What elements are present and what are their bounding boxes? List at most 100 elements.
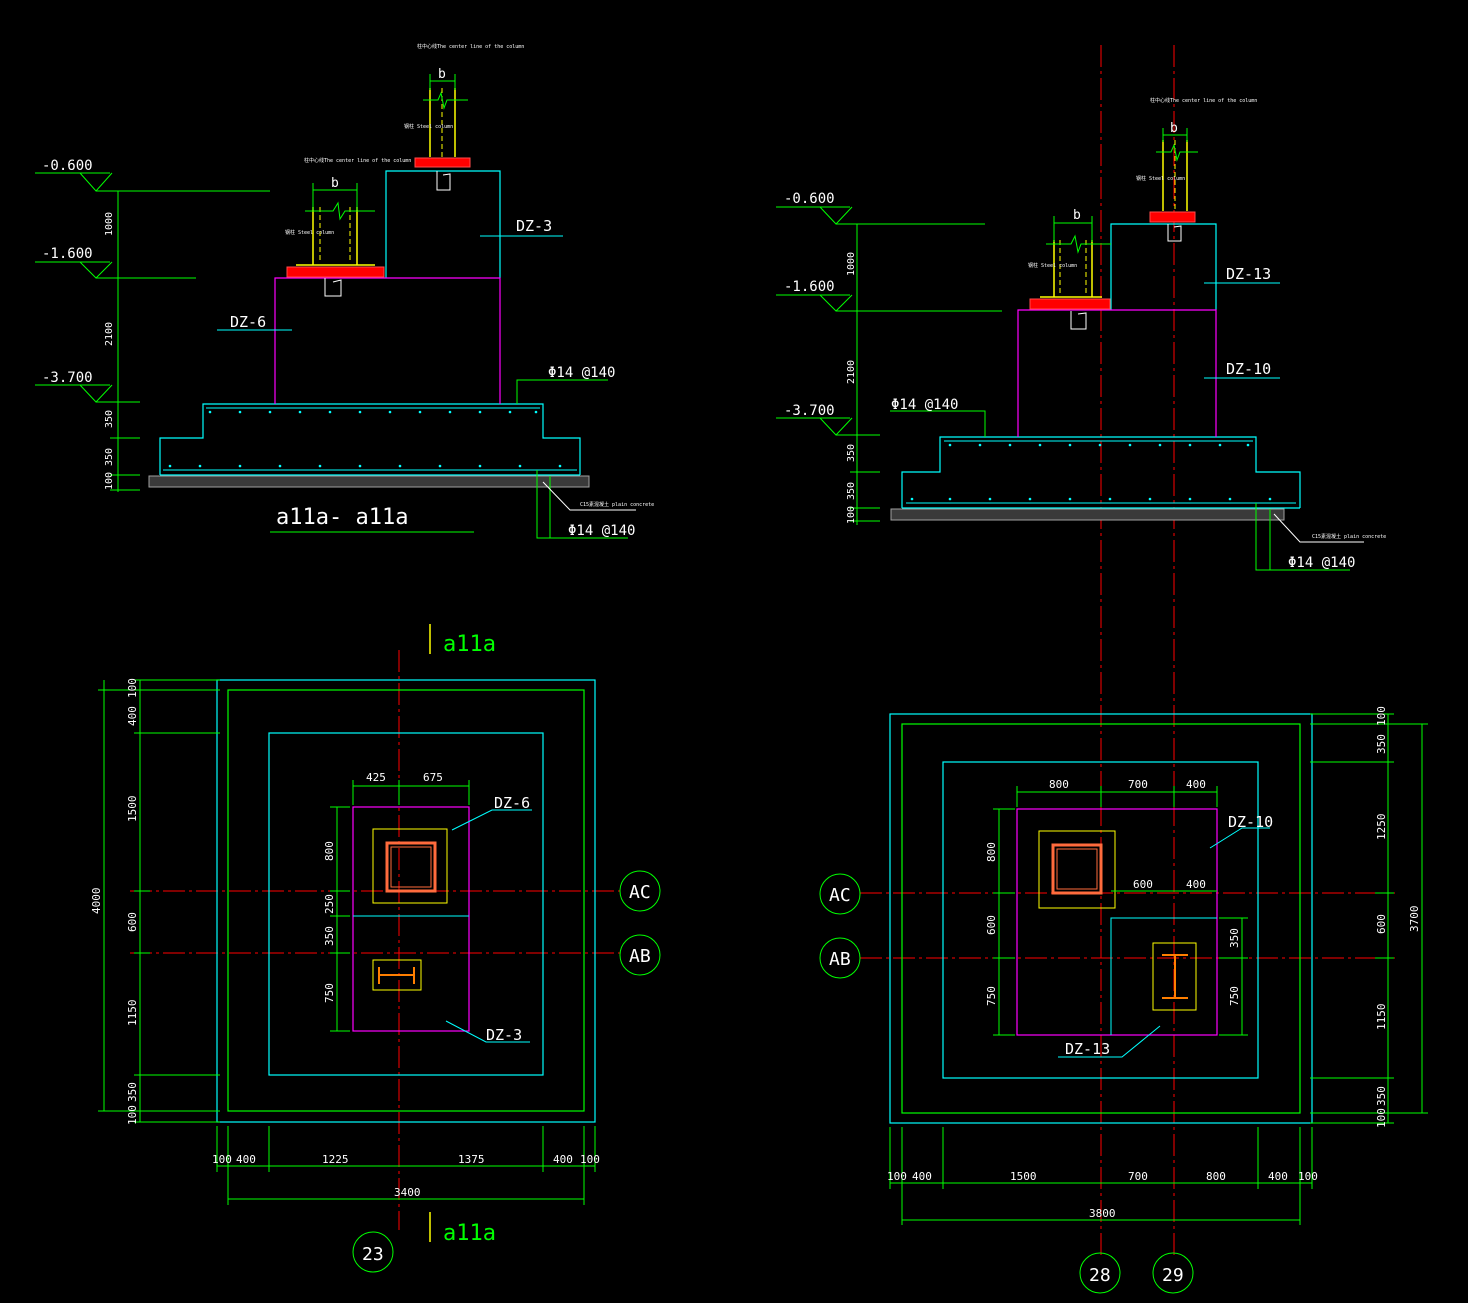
pedestal-dz10-outline — [1017, 309, 1217, 437]
dim-vertical: 2100 — [104, 322, 115, 346]
tag-dz13: DZ-13 — [1065, 1040, 1110, 1058]
dim-bottom: 800 — [1206, 1170, 1226, 1183]
base-plate-dz3 — [414, 157, 471, 168]
axis-label-ac: AC — [629, 882, 651, 903]
dim-left: 350 — [126, 1082, 139, 1102]
box-column-section — [385, 841, 437, 893]
plain-concrete-note: C15素混凝土 plain concrete — [1312, 533, 1386, 540]
dim-inner: 600 — [1133, 878, 1153, 891]
dim-vertical: 350 — [104, 448, 115, 466]
dim-bottom: 400 — [236, 1153, 256, 1166]
dim-inner: 400 — [1186, 878, 1206, 891]
pedestal-dz13-outline — [1110, 917, 1217, 1035]
dim-bottom: 100 — [887, 1170, 907, 1183]
dim-inner: 750 — [1228, 986, 1241, 1006]
tag-dz10: DZ-10 — [1228, 813, 1273, 831]
section-title: a11a- a11a — [276, 505, 408, 530]
tag-dz10: DZ-10 — [1226, 360, 1271, 378]
axis-centerlines-right — [1100, 45, 1175, 1258]
plan-left-bottom-dims — [216, 1126, 596, 1205]
dim-bottom: 700 — [1128, 1170, 1148, 1183]
plan-right-top-dims — [993, 786, 1248, 1036]
steel-column-dz3 — [414, 88, 471, 191]
rebar-dots-right — [910, 443, 1272, 501]
steel-column-note: 钢柱 Steel column — [1136, 175, 1185, 182]
tag-dz3: DZ-3 — [486, 1026, 522, 1044]
base-plate-dz10 — [1029, 298, 1111, 310]
axis-bubble-ac — [819, 873, 861, 915]
dim-bottom: 400 — [1268, 1170, 1288, 1183]
dim-inner: 800 — [323, 841, 336, 861]
dim-total-horizontal: 3800 — [1089, 1207, 1116, 1220]
rebar-bottom-label: Φ14 @140 — [568, 523, 635, 539]
anchor-bolt — [1167, 224, 1182, 242]
h-column-section — [378, 967, 415, 984]
rebar-left — [163, 407, 577, 471]
dim-vertical: 100 — [846, 506, 857, 524]
axis-label-29: 29 — [1162, 1265, 1184, 1286]
dim-b-label: b — [1170, 121, 1178, 136]
base-plate-plan — [372, 959, 422, 991]
axis-label-28: 28 — [1089, 1265, 1111, 1286]
plan-left: 425 675 800 250 350 750 DZ-6 DZ-3 100 40… — [90, 624, 661, 1273]
axis-label-23: 23 — [362, 1244, 384, 1265]
dim-right: 1150 — [1375, 1004, 1388, 1031]
elevation-top-label: -0.600 — [42, 158, 93, 174]
dim-left: 100 — [126, 1105, 139, 1125]
plain-concrete-note: C15素混凝土 plain concrete — [580, 501, 654, 508]
rebar-right — [906, 440, 1296, 504]
tag-leader — [445, 1020, 530, 1043]
dim-right: 100 — [1375, 1108, 1388, 1128]
steel-column-note: 钢柱 Steel column — [404, 123, 453, 130]
rebar-leader — [536, 470, 628, 539]
pedestal-dz10 — [1016, 808, 1218, 1036]
dim-bottom: 100 — [1298, 1170, 1318, 1183]
dim-inner: 750 — [985, 986, 998, 1006]
dim-bottom: 400 — [553, 1153, 573, 1166]
footing-outline-right — [901, 223, 1301, 509]
axis-bubble-28 — [1079, 1252, 1121, 1294]
blinding-outline — [227, 689, 585, 1112]
section-cut-label-bottom: a11a — [443, 1221, 496, 1246]
level-marks-right — [776, 206, 1002, 525]
tag-dz6: DZ-6 — [230, 313, 266, 331]
base-plate-dz6 — [286, 266, 385, 278]
pedestal-dz6-outline — [274, 277, 501, 404]
base-plate-plan — [1152, 942, 1197, 1011]
dim-left: 1150 — [126, 1000, 139, 1027]
dim-right: 350 — [1375, 1086, 1388, 1106]
footing-outline-left — [159, 170, 581, 476]
anchor-bolt — [436, 171, 451, 191]
dim-b-label: b — [1073, 208, 1081, 223]
b-dims-left — [312, 74, 456, 210]
dim-bottom: 400 — [912, 1170, 932, 1183]
footing-outer — [216, 679, 596, 1123]
dim-top: 425 — [366, 771, 386, 784]
dim-right: 350 — [1375, 734, 1388, 754]
dim-bottom: 1375 — [458, 1153, 485, 1166]
pedestal-dz6 — [352, 806, 470, 1032]
dim-vertical: 100 — [104, 472, 115, 490]
dim-left: 600 — [126, 912, 139, 932]
blinding-outline — [901, 723, 1301, 1114]
dim-total-vertical: 3700 — [1408, 906, 1421, 933]
dim-vertical: 350 — [846, 444, 857, 462]
plan-left-left-dims — [98, 679, 220, 1123]
dim-top: 675 — [423, 771, 443, 784]
dim-left: 1500 — [126, 796, 139, 823]
dim-left: 100 — [126, 678, 139, 698]
dim-bottom: 100 — [580, 1153, 600, 1166]
box-column-section — [1051, 843, 1103, 895]
h-column-section — [1162, 954, 1188, 999]
steel-column-dz6 — [286, 201, 385, 297]
anchor-bolt — [324, 278, 342, 297]
tag-leader — [451, 809, 532, 831]
footing-step — [942, 761, 1259, 1079]
plain-concrete-leader — [1273, 513, 1364, 543]
tag-dz6: DZ-6 — [494, 794, 530, 812]
dim-bottom: 1500 — [1010, 1170, 1037, 1183]
footing-outer — [889, 713, 1313, 1124]
dim-inner: 350 — [1228, 928, 1241, 948]
dim-top: 800 — [1049, 778, 1069, 791]
dim-right: 100 — [1375, 706, 1388, 726]
